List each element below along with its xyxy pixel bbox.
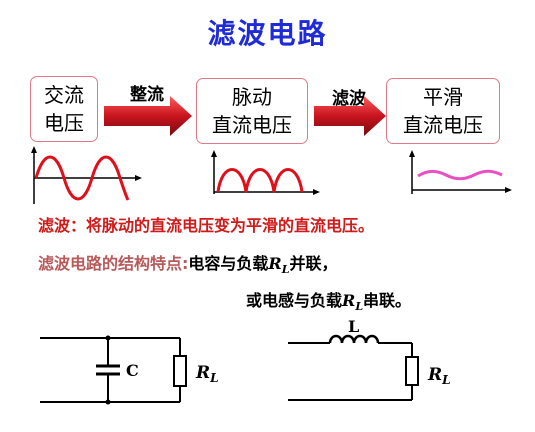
load-symbol: RL (342, 291, 364, 314)
waveform-pulsating-dc (211, 150, 320, 195)
junction-dot (105, 399, 111, 405)
axis-arrow-icon (313, 189, 320, 195)
junction-dot (105, 335, 111, 341)
definition-line: 滤波：将脉动的直流电压变为平滑的直流电压。 (38, 212, 374, 236)
load-label: RL (427, 365, 451, 387)
stage-line: 直流电压 (212, 113, 292, 137)
arrow-right-icon (104, 96, 192, 136)
arrow-right-icon (314, 96, 386, 136)
stage-line: 交流 (44, 83, 84, 107)
stage-line: 直流电压 (403, 113, 483, 137)
inductor-label: L (348, 317, 359, 336)
sine-wave (34, 155, 130, 201)
load-symbol: RL (268, 254, 290, 277)
feature-parallel-pre: 电容与负载 (188, 254, 269, 273)
smooth-wave (417, 169, 503, 181)
feature-series-pre: 或电感与负载 (246, 291, 343, 310)
load-label: RL (195, 363, 219, 385)
stage-line: 脉动 (232, 85, 272, 109)
axis-arrow-icon (505, 187, 512, 193)
axis-arrow-icon (211, 150, 217, 157)
arrow-label-filter: 滤波 (332, 89, 366, 109)
arrow-label-rectify: 整流 (130, 85, 164, 105)
inductor-icon (328, 334, 380, 344)
page-title: 滤波电路 (207, 17, 328, 50)
axis-arrow-icon (409, 150, 415, 157)
stage-box-smooth-dc: 平滑 直流电压 (386, 78, 500, 144)
feature-label: 滤波电路的结构特点: (38, 254, 189, 273)
circuit-capacitor-filter (40, 337, 187, 403)
axis-arrow-icon (135, 175, 142, 181)
stage-line: 电压 (44, 111, 84, 135)
feature-parallel-post: 并联， (289, 254, 338, 273)
stage-box-pulsating-dc: 脉动 直流电压 (196, 78, 308, 144)
waveform-ac (31, 146, 142, 204)
feature-line-2: 或电感与负载RL串联。 (246, 287, 411, 313)
definition-text: 将脉动的直流电压变为平滑的直流电压。 (86, 216, 375, 235)
axis-arrow-icon (31, 146, 37, 153)
definition-term: 滤波： (38, 216, 87, 235)
feature-series-post: 串联。 (363, 291, 412, 310)
rectified-wave (216, 168, 304, 193)
resistor-icon (405, 356, 419, 386)
resistor-icon (173, 355, 187, 387)
circuit-inductor-filter (288, 334, 419, 401)
stage-box-ac-voltage: 交流 电压 (30, 76, 98, 142)
feature-line-1: 滤波电路的结构特点:电容与负载RL并联， (38, 250, 337, 276)
waveform-smooth-dc (409, 150, 512, 194)
stage-line: 平滑 (423, 85, 463, 109)
capacitor-label: C (126, 361, 139, 380)
